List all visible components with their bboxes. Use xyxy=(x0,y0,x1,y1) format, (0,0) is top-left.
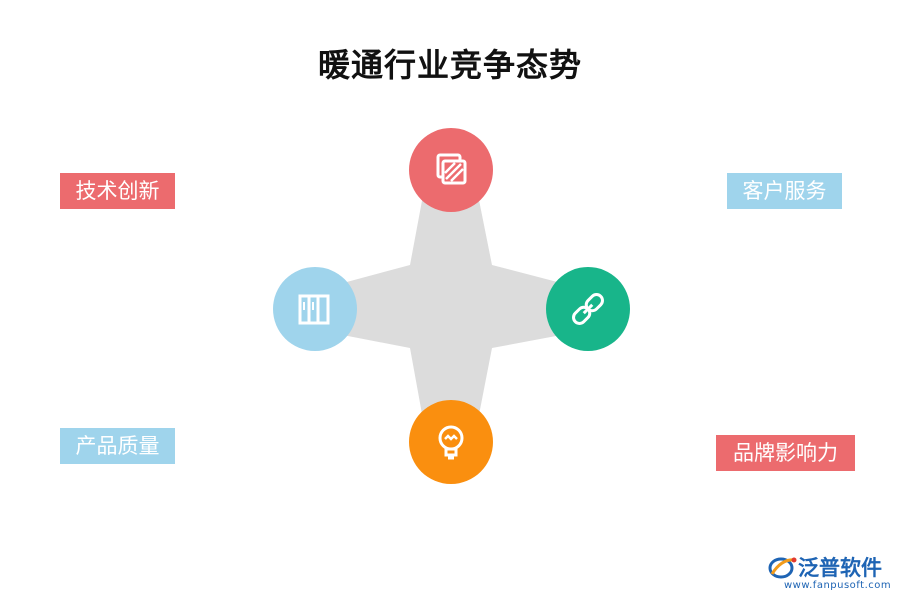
lightbulb-icon xyxy=(438,425,464,460)
label-customer-service: 客户服务 xyxy=(727,173,842,209)
logo-mark-icon xyxy=(768,557,797,579)
layers-icon xyxy=(436,153,467,185)
node-right xyxy=(546,267,630,351)
books-icon xyxy=(298,294,330,325)
label-technical-innovation: 技术创新 xyxy=(60,173,175,209)
link-icon xyxy=(572,293,604,325)
label-product-quality: 产品质量 xyxy=(60,428,175,464)
node-left xyxy=(273,267,357,351)
node-bottom xyxy=(409,400,493,484)
label-brand-influence: 品牌影响力 xyxy=(716,435,855,471)
star-shape xyxy=(317,190,588,425)
logo-url: www.fanpusoft.com xyxy=(784,580,892,591)
diagram-title: 暖通行业竞争态势 xyxy=(317,46,582,84)
logo-name: 泛普软件 xyxy=(798,556,882,580)
node-top xyxy=(409,128,493,212)
fanpusoft-logo: 泛普软件 www.fanpusoft.com xyxy=(768,552,893,598)
